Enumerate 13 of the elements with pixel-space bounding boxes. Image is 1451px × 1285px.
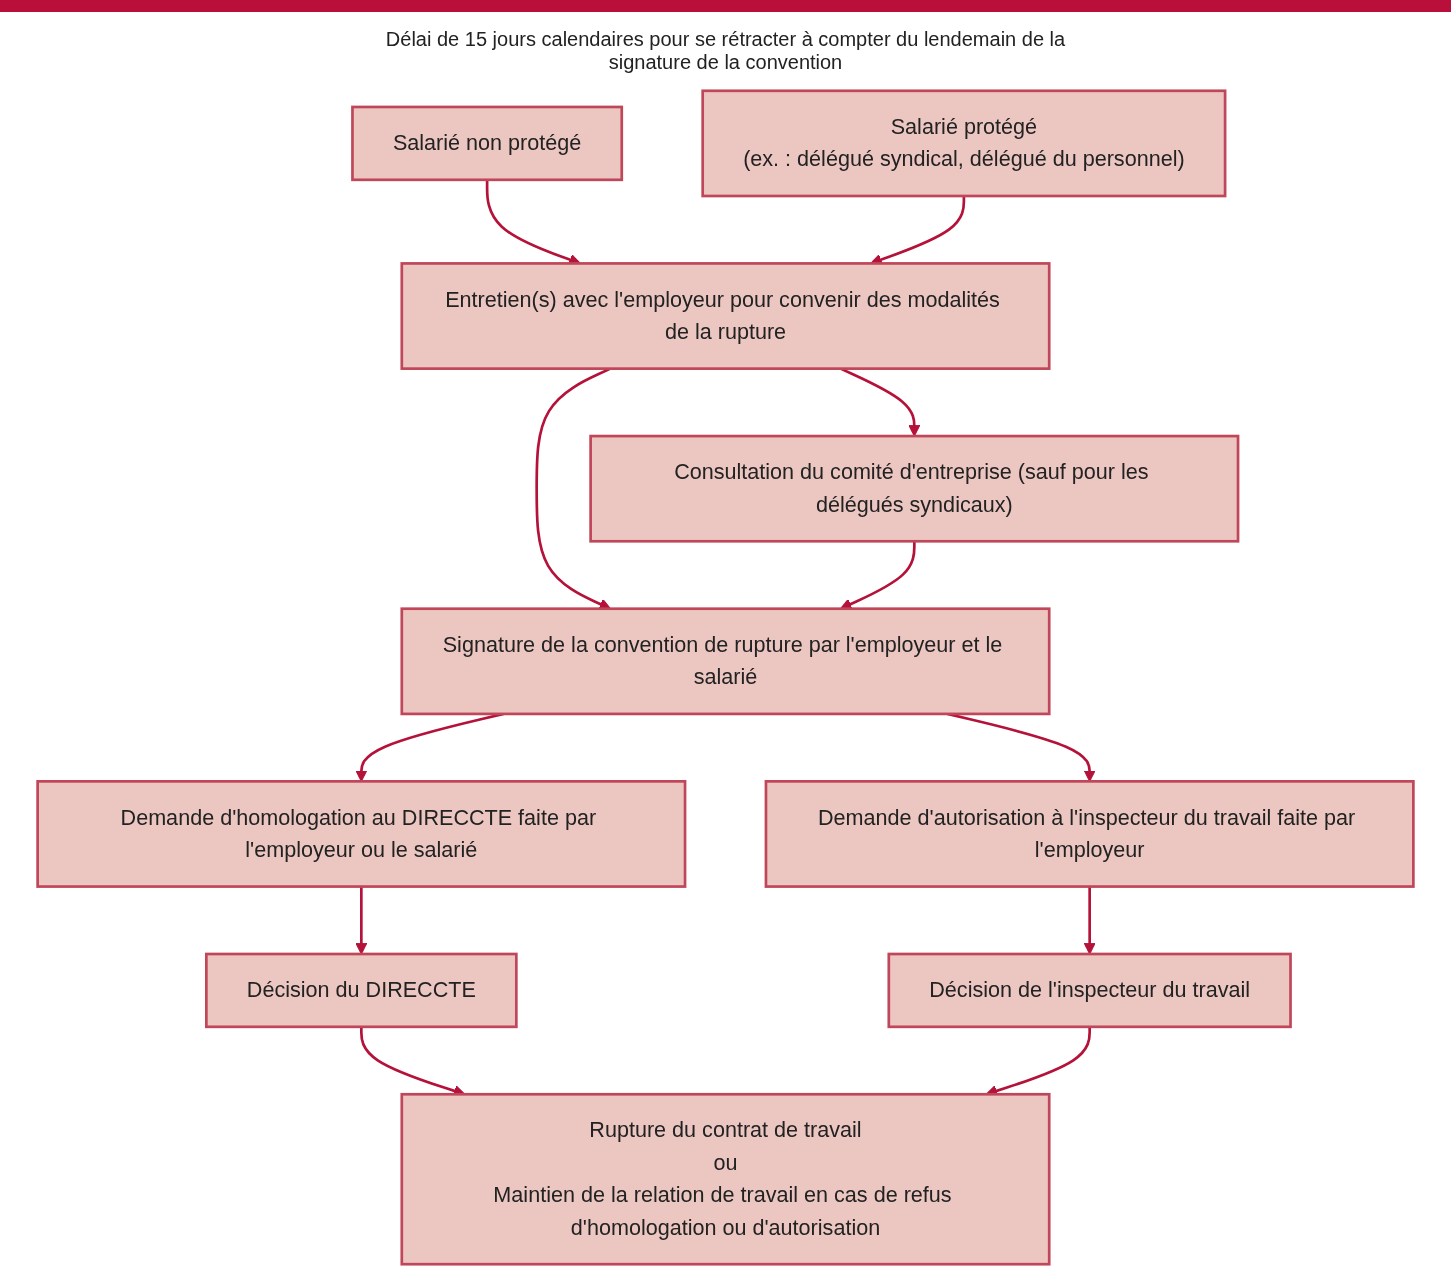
node-box: Rupture du contrat de travail ou Maintien de la relation de travail en cas de refus d'homologation ou d'autorisation xyxy=(400,1092,1051,1266)
node-box: Entretien(s) avec l'employeur pour convenir des modalités de la rupture xyxy=(400,262,1051,370)
node-box: Consultation du comité d'entreprise (sauf pour les délégués syndicaux) xyxy=(589,434,1240,543)
node-box: Demande d'autorisation à l'inspecteur du travail faite par l'employeur xyxy=(764,780,1415,888)
node-box: Salarié protégé (ex. : délégué syndical, délégué du personnel) xyxy=(701,89,1227,198)
arrow xyxy=(1083,886,1096,955)
node-box: Signature de la convention de rupture par l'employeur et le salarié xyxy=(400,607,1051,716)
node-box: Salarié non protégé xyxy=(351,105,624,182)
delay-note: Délai de 15 jours calendaires pour se rétracter à compter du lendemain de la signature de la convention xyxy=(384,28,1067,74)
node-box: Décision du DIRECCTE xyxy=(205,952,518,1029)
arrow xyxy=(355,886,368,955)
node-box: Demande d'homologation au DIRECCTE faite par l'employeur ou le salarié xyxy=(36,780,687,888)
node-box: Décision de l'inspecteur du travail xyxy=(887,952,1292,1029)
